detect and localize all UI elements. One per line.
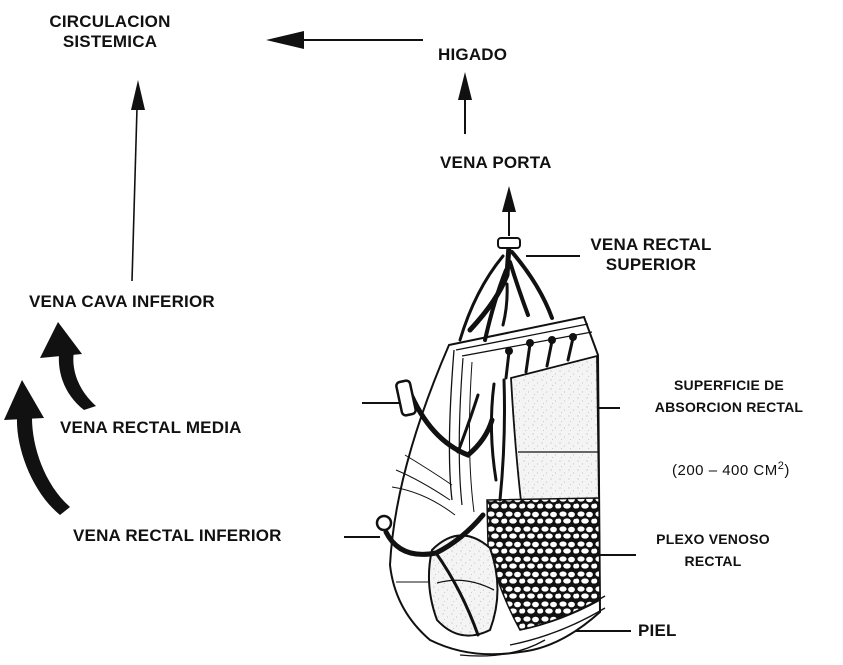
label-vena-rectal-media: VENA RECTAL MEDIA xyxy=(60,418,242,438)
label-vena-porta: VENA PORTA xyxy=(440,153,552,173)
curved-arrow-media-to-cava xyxy=(59,347,96,410)
label-plexo-line2: RECTAL xyxy=(638,550,788,572)
curved-arrow-media-to-cava-head xyxy=(40,322,82,358)
label-circulacion-sistemica: CIRCULACION SISTEMICA xyxy=(29,12,191,52)
arrow-superior-to-porta-head xyxy=(502,186,516,212)
absorption-surface xyxy=(511,356,599,510)
superior-rectal-vein-cut-end xyxy=(498,238,520,248)
middle-rectal-vein-cut-end xyxy=(396,380,417,416)
label-circulacion-line1: CIRCULACION xyxy=(29,12,191,32)
label-superficie-line2: ABSORCION RECTAL xyxy=(634,396,824,418)
label-vena-cava-inferior: VENA CAVA INFERIOR xyxy=(29,292,215,312)
label-vena-rectal-superior: VENA RECTAL SUPERIOR xyxy=(586,235,716,275)
label-circulacion-line2: SISTEMICA xyxy=(29,32,191,52)
arrow-cava-to-circulacion-head xyxy=(131,80,145,110)
inferior-rectal-vein-cut-end xyxy=(377,516,391,530)
arrow-porta-to-higado-head xyxy=(458,72,472,100)
label-area-close: ) xyxy=(784,462,790,479)
label-superficie-absorcion: SUPERFICIE DE ABSORCION RECTAL xyxy=(634,374,824,418)
label-higado: HIGADO xyxy=(438,45,507,65)
label-piel: PIEL xyxy=(638,621,677,641)
label-area-text: (200 – 400 CM xyxy=(672,462,778,479)
curved-arrow-inferior-to-media-head xyxy=(4,380,44,420)
arrow-higado-to-circulacion-head xyxy=(266,31,304,49)
label-vena-rectal-superior-line1: VENA RECTAL xyxy=(586,235,716,255)
rectum-illustration xyxy=(377,238,605,656)
label-plexo-line1: PLEXO VENOSO xyxy=(638,528,788,550)
arrow-cava-to-circulacion xyxy=(132,108,137,281)
label-superficie-line1: SUPERFICIE DE xyxy=(634,374,824,396)
label-plexo-venoso-rectal: PLEXO VENOSO RECTAL xyxy=(638,528,788,572)
label-vena-rectal-inferior: VENA RECTAL INFERIOR xyxy=(73,526,282,546)
label-vena-rectal-superior-line2: SUPERIOR xyxy=(586,255,716,275)
label-area-range: (200 – 400 CM2) xyxy=(672,457,790,480)
